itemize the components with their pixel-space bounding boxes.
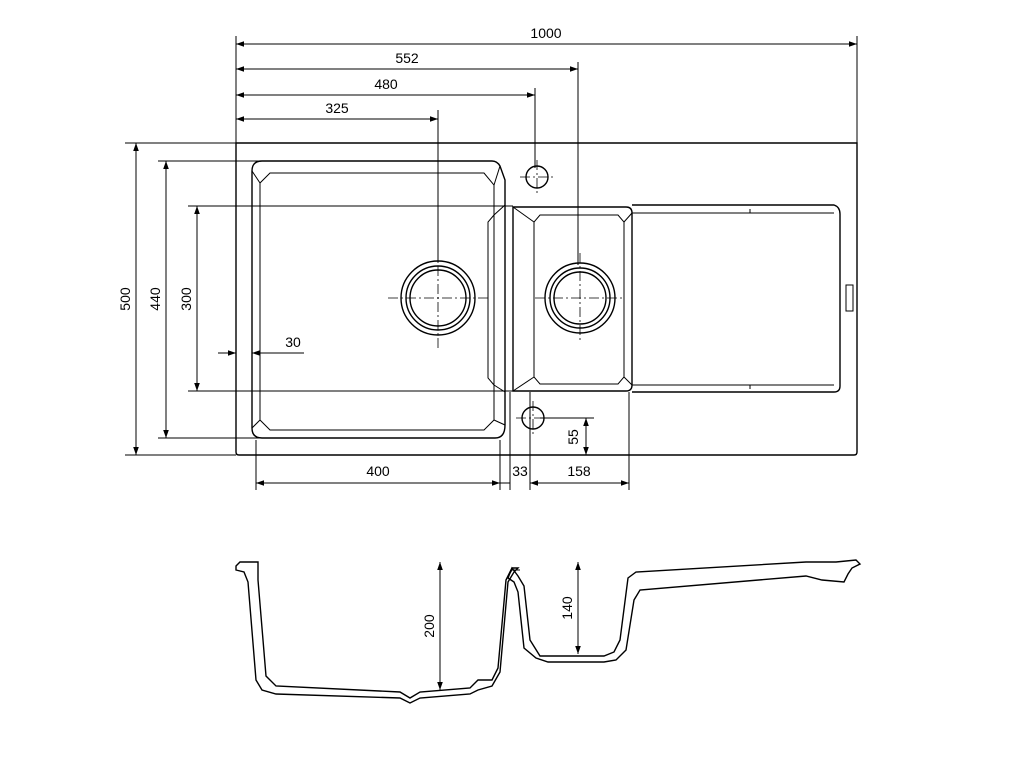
- dim-overall-width: 500: [117, 287, 133, 311]
- dim-small-bowl-width: 158: [567, 463, 591, 479]
- large-bowl-section: [235, 561, 520, 704]
- small-bowl-section: [505, 559, 862, 663]
- dim-tap-hole-offset: 55: [565, 429, 581, 445]
- dim-large-bowl-height: 200: [421, 614, 437, 638]
- dim-large-bowl-center: 325: [325, 100, 349, 116]
- small-drain-icon: [535, 253, 625, 343]
- section-view: 200 140: [235, 559, 862, 704]
- extension-lines: [125, 36, 858, 490]
- large-drain-icon: [388, 248, 488, 348]
- dim-large-bowl-width: 400: [366, 463, 390, 479]
- plan-view: 1000 552 480 325 500 440 300 30 400 33 1…: [117, 25, 858, 490]
- dim-overall-length: 1000: [530, 25, 561, 41]
- dim-small-bowl-height: 140: [559, 596, 575, 620]
- drainer-board: [632, 204, 854, 393]
- dimension-lines: [133, 41, 857, 486]
- large-bowl: [251, 160, 506, 439]
- dim-large-bowl-depth: 440: [147, 287, 163, 311]
- small-bowl: [512, 206, 633, 392]
- dim-divider-width: 33: [512, 463, 528, 479]
- dim-small-bowl-depth: 300: [178, 287, 194, 311]
- dim-tap-hole: 480: [374, 76, 398, 92]
- tap-hole-top-icon: [520, 160, 554, 194]
- sink-outline: [235, 142, 858, 456]
- dim-edge-offset: 30: [285, 334, 301, 350]
- dim-small-bowl-center: 552: [395, 50, 419, 66]
